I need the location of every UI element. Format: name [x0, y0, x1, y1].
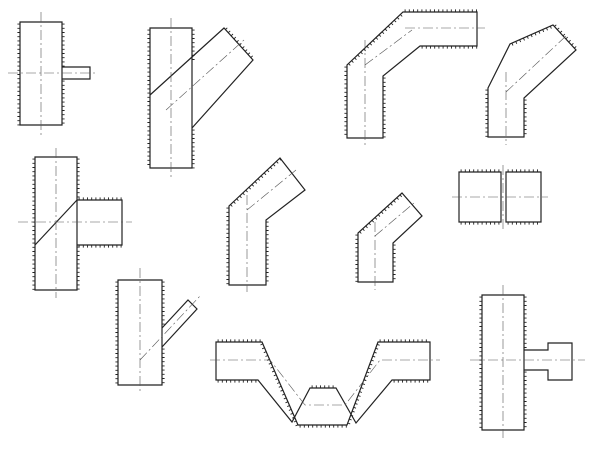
corrugation-rib — [524, 99, 527, 135]
fitting-coupling — [452, 165, 548, 230]
corrugation-rib — [554, 24, 577, 49]
fitting-tee-reducing — [8, 12, 98, 135]
corrugation-rib — [524, 371, 527, 428]
corrugation-rib — [359, 194, 403, 234]
fitting-elbow-short — [357, 192, 423, 290]
corrugation-rib — [460, 222, 500, 225]
corrugation-rib — [479, 296, 482, 428]
corrugation-rib — [347, 343, 380, 425]
corrugation-ticks — [17, 9, 577, 428]
corrugation-rib — [348, 14, 403, 66]
corrugation-rib — [421, 46, 478, 49]
corrugation-rib — [217, 339, 261, 342]
corrugation-rib — [62, 80, 65, 124]
corrugation-rib — [17, 23, 20, 126]
corrugation-rib — [225, 27, 254, 58]
corrugation-rib — [78, 245, 122, 248]
corrugation-rib — [266, 221, 269, 282]
corrugation-rib — [404, 9, 477, 12]
corrugation-rib — [32, 158, 35, 290]
corrugation-rib — [77, 158, 80, 198]
corrugation-rib — [524, 296, 527, 348]
fitting-wye-45 — [149, 18, 254, 178]
fitting-elbow-45 — [228, 157, 306, 292]
fitting-wye-small — [117, 268, 201, 393]
corrugation-rib — [383, 77, 386, 138]
corrugation-rib — [192, 29, 195, 60]
fitting-elbow-segmented — [487, 24, 577, 145]
corrugation-rib — [507, 222, 538, 225]
corrugation-rib — [507, 169, 538, 172]
corrugation-rib — [226, 207, 229, 285]
corrugation-rib — [511, 26, 552, 46]
corrugation-rib — [147, 29, 150, 165]
corrugation-rib — [379, 339, 427, 342]
fitting-tee-equal — [18, 148, 132, 298]
corrugation-rib — [77, 246, 80, 290]
corrugation-rib — [192, 129, 195, 169]
fitting-offset — [210, 341, 440, 426]
corrugation-rib — [393, 380, 429, 383]
corrugation-rib — [230, 158, 282, 207]
fitting-tee-flanged — [470, 285, 585, 438]
corrugation-rib — [485, 89, 488, 137]
corrugation-rib — [393, 244, 396, 280]
corrugation-rib — [217, 380, 257, 383]
corrugation-rib — [260, 343, 299, 427]
corrugation-rib — [62, 23, 65, 67]
corrugation-rib — [162, 348, 165, 384]
corrugation-rib — [299, 425, 347, 428]
corrugation-rib — [355, 234, 358, 282]
corrugation-rib — [460, 169, 500, 172]
corrugation-rib — [115, 281, 118, 384]
corrugation-rib — [78, 197, 122, 200]
fitting-elbow-horizontal — [346, 11, 485, 145]
corrugation-rib — [162, 281, 165, 325]
corrugation-rib — [311, 385, 334, 388]
corrugation-rib — [344, 66, 347, 135]
